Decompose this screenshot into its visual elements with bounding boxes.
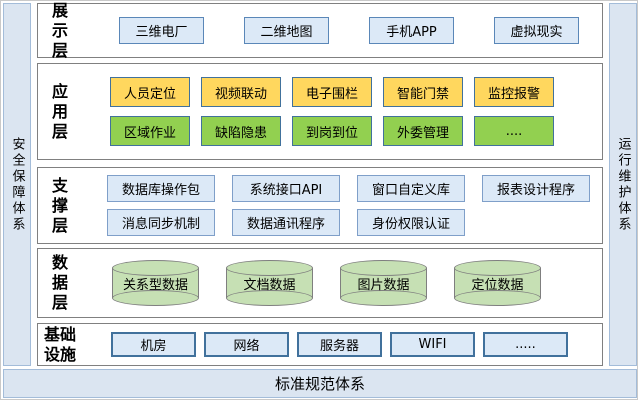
cylinder-image-data: 图片数据 xyxy=(340,260,427,306)
node-virtual-reality: 虚拟现实 xyxy=(494,17,579,44)
layer-label-data: 数据层 xyxy=(38,253,82,313)
node-row: 关系型数据 文档数据 图片数据 定位数据 xyxy=(82,260,602,306)
layer-label-text: 展示层 xyxy=(51,0,68,60)
cylinder-relational-data: 关系型数据 xyxy=(112,260,199,306)
layer-band-support: 支撑层 数据库操作包 系统接口API 窗口自定义库 报表设计程序 消息同步机制 … xyxy=(37,167,603,244)
cylinder-label: 图片数据 xyxy=(357,277,410,293)
node-row: 消息同步机制 数据通讯程序 身份权限认证 xyxy=(82,209,602,236)
right-panel-operation-maintenance: 运行维护体系 xyxy=(609,3,637,366)
cylinder-label: 定位数据 xyxy=(471,277,524,293)
cylinder-label: 文档数据 xyxy=(243,277,296,293)
layer-label-application: 应用层 xyxy=(38,82,82,142)
node-row: 数据库操作包 系统接口API 窗口自定义库 报表设计程序 xyxy=(82,175,602,202)
cylinder-label: 关系型数据 xyxy=(122,277,188,293)
node-on-duty: 到岗到位 xyxy=(292,116,372,146)
node-monitoring-alarm: 监控报警 xyxy=(474,77,554,107)
node-smart-access-control: 智能门禁 xyxy=(383,77,463,107)
node-wifi: WIFI xyxy=(390,332,475,357)
node-area-operation: 区域作业 xyxy=(110,116,190,146)
left-panel-security-system: 安全保障体系 xyxy=(3,3,31,366)
layer-label-text: 应用层 xyxy=(51,81,68,141)
layer-band-data: 数据层 关系型数据 文档数据 图片数据 定位数据 xyxy=(37,248,603,318)
layer-label-presentation: 展示层 xyxy=(38,1,82,61)
node-database-package: 数据库操作包 xyxy=(107,175,215,202)
node-video-linkage: 视频联动 xyxy=(201,77,281,107)
node-outsourcing-management: 外委管理 xyxy=(383,116,463,146)
node-3d-plant: 三维电厂 xyxy=(119,17,204,44)
node-server: 服务器 xyxy=(297,332,382,357)
node-data-comm-program: 数据通讯程序 xyxy=(232,209,340,236)
layer-label-infrastructure: 基础设施 xyxy=(38,325,82,365)
node-message-sync: 消息同步机制 xyxy=(107,209,215,236)
bottom-panel-standards: 标准规范体系 xyxy=(3,369,637,398)
node-report-designer: 报表设计程序 xyxy=(482,175,590,202)
node-personnel-positioning: 人员定位 xyxy=(110,77,190,107)
left-panel-label: 安全保障体系 xyxy=(9,136,25,233)
node-system-api: 系统接口API xyxy=(232,175,340,202)
layer-content: 关系型数据 文档数据 图片数据 定位数据 xyxy=(82,260,602,306)
node-mobile-app: 手机APP xyxy=(369,17,454,44)
layer-label-text: 支撑层 xyxy=(51,175,68,235)
layer-content: 三维电厂 二维地图 手机APP 虚拟现实 xyxy=(82,17,602,44)
node-more-ellipsis: .... xyxy=(474,116,554,146)
layer-content: 机房 网络 服务器 WIFI ..... xyxy=(82,332,602,357)
layer-label-text: 数据层 xyxy=(51,253,68,312)
node-network: 网络 xyxy=(204,332,289,357)
node-machine-room: 机房 xyxy=(111,332,196,357)
layer-label-support: 支撑层 xyxy=(38,176,82,236)
node-more-ellipsis: ..... xyxy=(483,332,568,357)
node-2d-map: 二维地图 xyxy=(244,17,329,44)
right-panel-label: 运行维护体系 xyxy=(615,136,631,233)
node-window-custom-lib: 窗口自定义库 xyxy=(357,175,465,202)
layer-content: 数据库操作包 系统接口API 窗口自定义库 报表设计程序 消息同步机制 数据通讯… xyxy=(82,175,602,236)
node-identity-auth: 身份权限认证 xyxy=(357,209,465,236)
node-defect-hazard: 缺陷隐患 xyxy=(201,116,281,146)
layer-label-text: 基础设施 xyxy=(43,324,76,364)
node-row: 区域作业 缺陷隐患 到岗到位 外委管理 .... xyxy=(82,116,602,146)
node-row: 三维电厂 二维地图 手机APP 虚拟现实 xyxy=(82,17,602,44)
cylinder-document-data: 文档数据 xyxy=(226,260,313,306)
bottom-panel-label: 标准规范体系 xyxy=(274,375,365,393)
node-row: 人员定位 视频联动 电子围栏 智能门禁 监控报警 xyxy=(82,77,602,107)
layer-band-presentation: 展示层 三维电厂 二维地图 手机APP 虚拟现实 xyxy=(37,1,603,61)
layer-band-infrastructure: 基础设施 机房 网络 服务器 WIFI ..... xyxy=(37,323,603,366)
cylinder-positioning-data: 定位数据 xyxy=(454,260,541,306)
node-row: 机房 网络 服务器 WIFI ..... xyxy=(82,332,602,357)
layer-band-application: 应用层 人员定位 视频联动 电子围栏 智能门禁 监控报警 区域作业 缺陷隐患 到… xyxy=(37,63,603,160)
node-electronic-fence: 电子围栏 xyxy=(292,77,372,107)
layer-content: 人员定位 视频联动 电子围栏 智能门禁 监控报警 区域作业 缺陷隐患 到岗到位 … xyxy=(82,77,602,146)
